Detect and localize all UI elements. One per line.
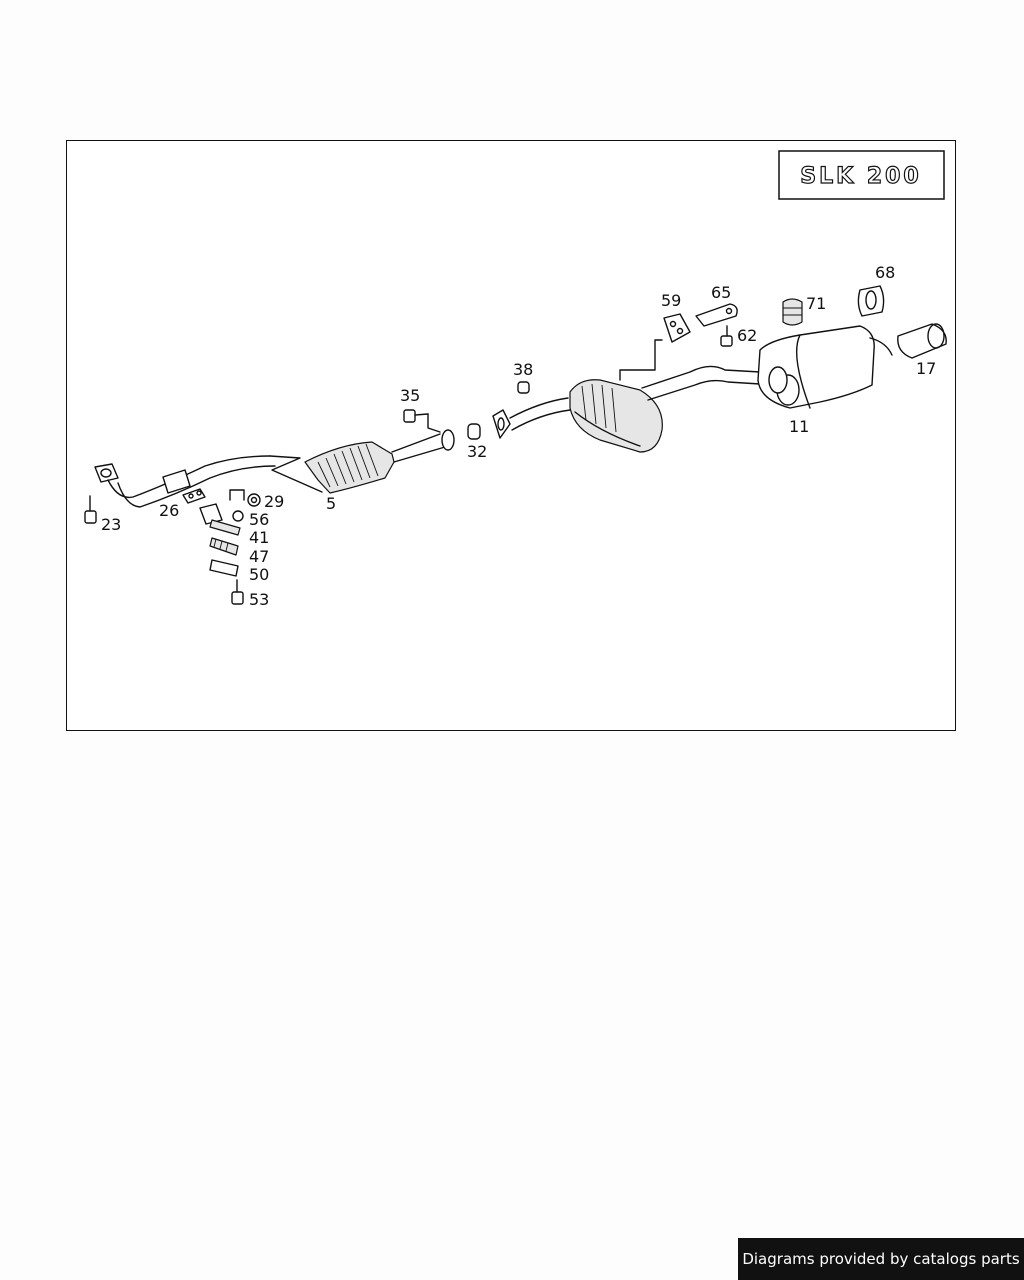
tail-pipe-17: [897, 323, 947, 359]
part-label-17: 17: [916, 359, 936, 378]
catalytic-converter: [269, 429, 455, 494]
part-label-23: 23: [101, 515, 121, 534]
model-badge-text: SLK 200: [800, 164, 922, 189]
part-label-41: 41: [249, 528, 269, 547]
part-label-29: 29: [264, 492, 284, 511]
part-label-26: 26: [159, 501, 179, 520]
hardware-cluster: [84, 488, 261, 605]
part-label-71: 71: [806, 294, 826, 313]
bracket-65: [695, 303, 738, 327]
flange-38: [492, 381, 571, 439]
part-label-68: 68: [875, 263, 895, 282]
part-label-53: 53: [249, 590, 269, 609]
part-label-5: 5: [326, 494, 336, 513]
rubber-mount-71: [782, 298, 803, 326]
part-label-56: 56: [249, 510, 269, 529]
rear-muffler: [757, 325, 893, 409]
model-badge: SLK 200: [778, 150, 945, 200]
credit-banner: Diagrams provided by catalogs parts: [738, 1238, 1024, 1280]
diagram-frame: [66, 140, 956, 731]
part-label-59: 59: [661, 291, 681, 310]
part-label-62: 62: [737, 326, 757, 345]
hanger-59: [663, 313, 691, 343]
part-label-47: 47: [249, 547, 269, 566]
part-label-32: 32: [467, 442, 487, 461]
part-label-50: 50: [249, 565, 269, 584]
part-label-35: 35: [400, 386, 420, 405]
bolt-62: [720, 325, 733, 347]
bolt-35: [403, 409, 441, 433]
clamp-68: [857, 285, 885, 317]
middle-muffler: [569, 339, 761, 453]
front-pipe: [94, 455, 276, 508]
part-labels: 5 11 17 23 26 29 32 35 38 41 47 50 53 56…: [101, 263, 936, 609]
part-label-65: 65: [711, 283, 731, 302]
pipe-clamp-32: [467, 423, 481, 440]
part-label-11: 11: [789, 417, 809, 436]
part-label-38: 38: [513, 360, 533, 379]
